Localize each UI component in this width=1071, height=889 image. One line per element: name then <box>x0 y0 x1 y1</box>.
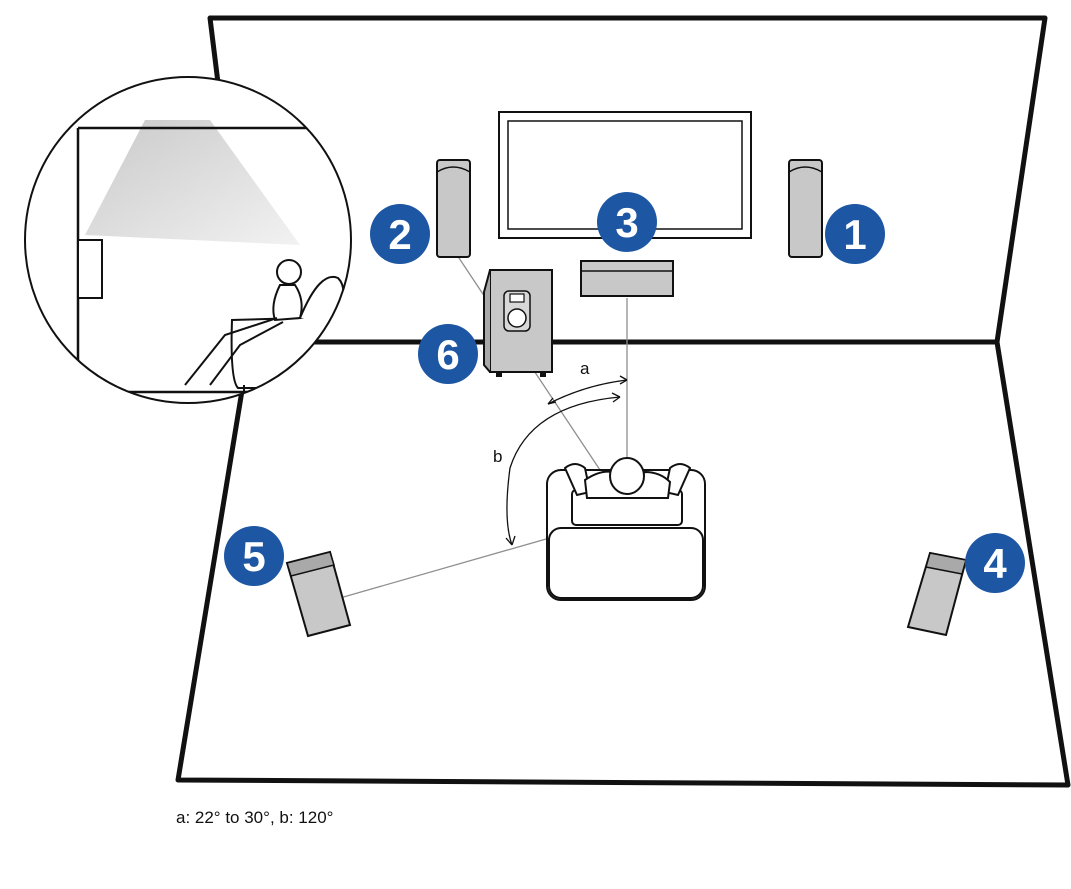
center-speaker <box>580 260 674 297</box>
badge-3: 3 <box>597 192 657 252</box>
badge-6: 6 <box>418 324 478 384</box>
angle-a-arc <box>547 379 628 405</box>
svg-text:4: 4 <box>983 540 1007 587</box>
subwoofer <box>483 269 553 377</box>
svg-text:2: 2 <box>388 211 411 258</box>
surround-right-speaker <box>906 551 968 637</box>
floor <box>175 339 1071 788</box>
side-view-inset <box>24 76 352 404</box>
tv <box>498 111 752 239</box>
front-left-speaker <box>436 159 471 258</box>
surround-left-speaker <box>285 550 352 638</box>
front-right-speaker <box>788 159 823 258</box>
angle-a-label: a <box>580 359 590 378</box>
badge-1: 1 <box>825 204 885 264</box>
svg-text:5: 5 <box>242 533 265 580</box>
svg-text:1: 1 <box>843 211 866 258</box>
svg-text:6: 6 <box>436 331 459 378</box>
angle-b-arc <box>506 396 621 546</box>
angle-caption: a: 22° to 30°, b: 120° <box>176 808 334 827</box>
svg-text:3: 3 <box>615 199 638 246</box>
badge-2: 2 <box>370 204 430 264</box>
angle-b-label: b <box>493 447 502 466</box>
badge-4: 4 <box>965 533 1025 593</box>
badge-5: 5 <box>224 526 284 586</box>
listener-sofa <box>546 457 706 601</box>
angle-arcs <box>505 375 628 546</box>
